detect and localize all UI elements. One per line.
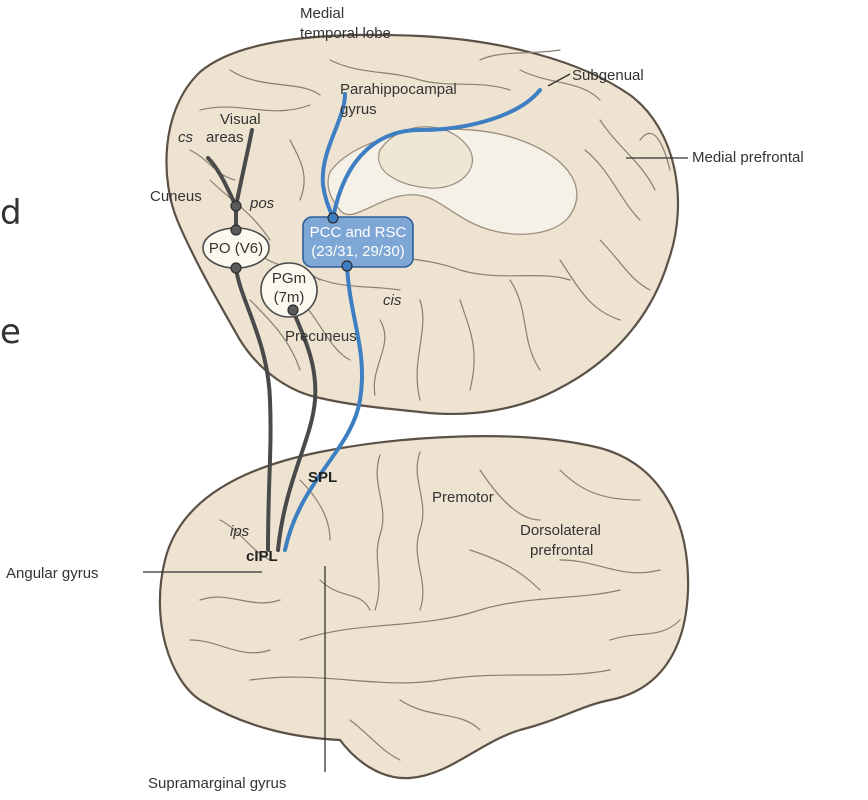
label-precuneus: Precuneus	[285, 328, 357, 345]
dot-pcc-bottom	[342, 261, 352, 271]
label-angular-gyrus: Angular gyrus	[6, 565, 99, 582]
label-parahippocampal-2: gyrus	[340, 101, 377, 118]
label-dorsolateral-1: Dorsolateral	[520, 522, 601, 539]
label-spl: SPL	[308, 469, 337, 486]
pcc-label-line1: PCC and RSC	[310, 224, 407, 241]
label-premotor: Premotor	[432, 489, 494, 506]
dot-pgm	[288, 305, 298, 315]
label-cipl: cIPL	[246, 548, 278, 565]
label-dorsolateral-2: prefrontal	[530, 542, 593, 559]
label-cis: cis	[383, 292, 402, 309]
label-medial-temporal-1: Medial	[300, 5, 344, 22]
label-subgenual: Subgenual	[572, 67, 644, 84]
pcc-label-line2: (23/31, 29/30)	[311, 243, 404, 260]
label-supramarginal-gyrus: Supramarginal gyrus	[148, 775, 286, 792]
edge-fragment-d: d	[0, 193, 22, 233]
pgm-label-line2: (7m)	[274, 289, 305, 306]
label-cs: cs	[178, 129, 194, 146]
edge-fragment-e: e	[0, 312, 21, 352]
label-visual-2: areas	[206, 129, 244, 146]
label-parahippocampal-1: Parahippocampal	[340, 81, 457, 98]
dot-po-bottom	[231, 263, 241, 273]
pcc-rsc-node: PCC and RSC (23/31, 29/30)	[303, 217, 413, 267]
label-visual-1: Visual	[220, 111, 261, 128]
label-pos: pos	[249, 195, 275, 212]
dot-po-top	[231, 225, 241, 235]
pgm-label-line1: PGm	[272, 270, 306, 287]
label-ips: ips	[230, 523, 250, 540]
label-medial-temporal-2: temporal lobe	[300, 25, 391, 42]
label-cuneus: Cuneus	[150, 188, 202, 205]
label-medial-prefrontal: Medial prefrontal	[692, 149, 804, 166]
dot-cuneus	[231, 201, 241, 211]
po-label: PO (V6)	[209, 240, 263, 257]
lateral-brain-outline	[160, 436, 688, 778]
lateral-brain-view	[160, 436, 688, 778]
dot-pcc-top	[328, 213, 338, 223]
